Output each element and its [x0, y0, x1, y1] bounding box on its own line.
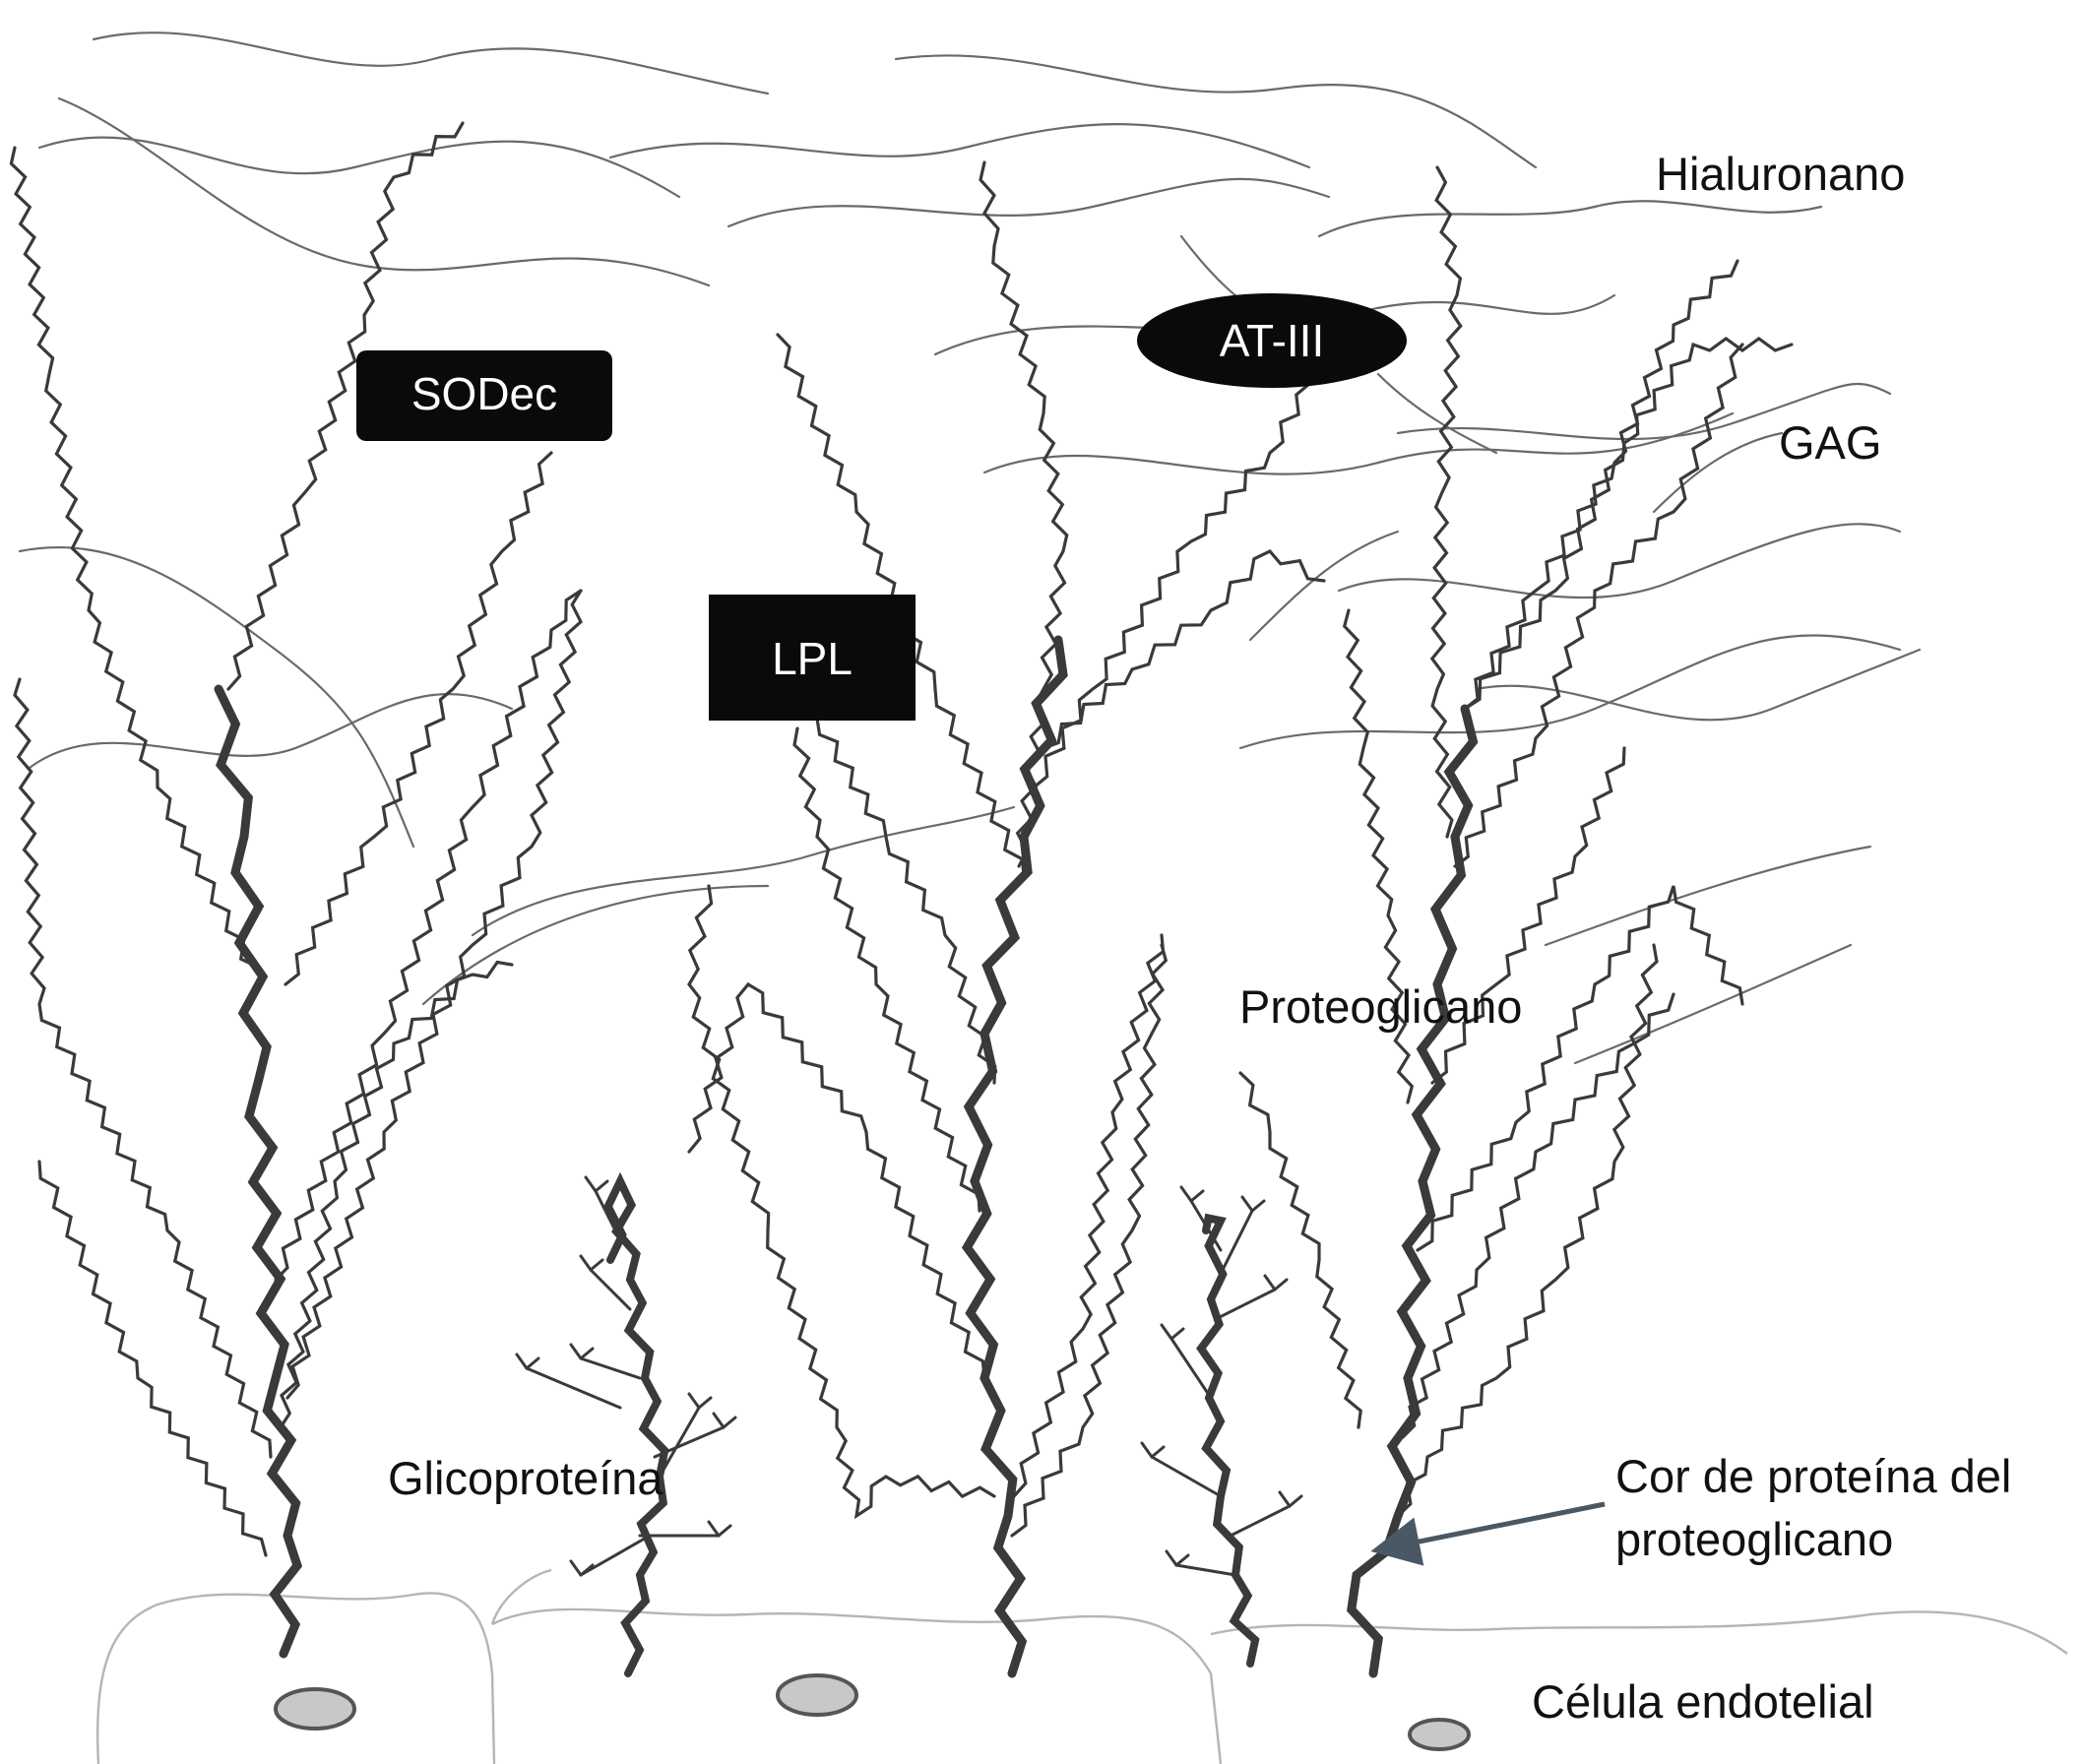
at3-tag: AT-III — [1137, 293, 1407, 388]
endothelial-cells — [95, 1568, 2068, 1764]
gag-chain — [1396, 943, 1659, 1518]
glycan-branch — [569, 1559, 583, 1577]
gag-chain — [687, 884, 996, 1520]
gag-chain — [687, 981, 986, 1380]
gag-chain — [13, 677, 273, 1459]
gag-chain — [1463, 259, 1739, 711]
glycan-branch — [584, 1175, 598, 1193]
glycan-branch — [1174, 1563, 1237, 1577]
glycoprotein-structures — [515, 1171, 1303, 1677]
gag-chain — [1430, 746, 1626, 1085]
glycan-branch — [589, 1268, 632, 1311]
glycan-branch — [579, 1563, 595, 1577]
glycan-branch — [579, 1534, 652, 1577]
glycan-branch — [1169, 1337, 1213, 1400]
glycan-branch — [697, 1396, 713, 1410]
lpl-label: LPL — [772, 633, 853, 684]
glycan-branch — [579, 1254, 593, 1272]
gag-chains — [9, 121, 1794, 1557]
glycan-branch — [1240, 1195, 1254, 1213]
glycan-branch — [594, 1179, 609, 1193]
glycan-branch — [1229, 1504, 1292, 1538]
glycan-branch — [707, 1520, 721, 1538]
sodec-tag: SODec — [356, 350, 612, 441]
glycan-branch — [1140, 1441, 1154, 1459]
gag-label: GAG — [1779, 416, 1881, 469]
gag-chain — [1453, 343, 1744, 868]
glycan-branch — [1165, 1549, 1178, 1567]
gag-chain — [1429, 165, 1463, 839]
glycan-branch — [1174, 1553, 1190, 1567]
core-protein-label-line1: Cor de proteína del — [1615, 1450, 2011, 1502]
glycan-branch — [1278, 1490, 1292, 1508]
glycan-branch — [525, 1356, 540, 1370]
glycan-branch — [1214, 1288, 1277, 1321]
glycan-branch — [1150, 1455, 1223, 1498]
gag-chain — [284, 451, 553, 986]
gag-chain — [37, 1160, 268, 1557]
gag-chain — [1463, 337, 1794, 711]
glycoprotein-backbone — [1196, 1213, 1260, 1668]
glycan-branch — [589, 1258, 604, 1272]
glycan-branch — [712, 1412, 726, 1429]
gag-chain — [279, 960, 514, 1429]
glycan-branch — [1150, 1445, 1166, 1459]
gag-chain — [792, 726, 981, 1213]
glycan-branch — [1189, 1189, 1205, 1203]
gag-chain — [1238, 1071, 1362, 1429]
gag-chain — [979, 160, 1069, 868]
glycan-branch — [722, 1416, 737, 1429]
glycan-branch — [1160, 1323, 1173, 1341]
core-protein-trunk — [214, 684, 303, 1659]
glycan-branch — [1179, 1185, 1193, 1203]
core-protein-label-line2: proteoglicano — [1615, 1513, 1893, 1565]
glycan-branch — [658, 1406, 701, 1479]
gag-chain — [1342, 608, 1415, 1104]
core-protein-trunk — [1347, 704, 1479, 1678]
proteoglycan-label: Proteoglicano — [1239, 980, 1522, 1033]
gag-chain — [1010, 943, 1169, 1538]
gag-chain — [1042, 549, 1326, 750]
glycan-branch — [1263, 1274, 1277, 1292]
gag-chain — [1416, 885, 1744, 1252]
glycan-branch — [717, 1524, 732, 1538]
hyaluronan-strands — [18, 32, 1922, 1065]
glycan-branch — [653, 1425, 726, 1459]
glycan-branch — [1288, 1494, 1303, 1508]
glycan-branch — [525, 1366, 622, 1410]
glycan-branch — [1169, 1327, 1185, 1341]
core-protein-trunk — [961, 635, 1068, 1678]
glycan-branch — [569, 1343, 583, 1360]
endothelial-cell-label: Célula endotelial — [1532, 1675, 1874, 1728]
at3-label: AT-III — [1220, 315, 1325, 366]
cell-nucleus-icon — [274, 1673, 1471, 1751]
glycan-branch — [1211, 1209, 1254, 1292]
glycan-branch — [579, 1356, 642, 1380]
hyaluronan-label: Hialuronano — [1656, 148, 1905, 200]
glycan-branch — [1250, 1199, 1266, 1213]
glycan-branch — [515, 1353, 529, 1370]
glycan-branch — [579, 1347, 595, 1360]
glycan-branch — [687, 1392, 701, 1410]
glycan-branch — [1189, 1199, 1223, 1252]
gag-chain — [1401, 992, 1675, 1439]
gag-chain — [274, 589, 583, 1282]
glycoprotein-backbone — [603, 1171, 669, 1677]
glycan-branch — [594, 1189, 622, 1242]
gag-chain — [1032, 382, 1311, 789]
gag-chain — [226, 121, 465, 691]
sodec-label: SODec — [411, 368, 557, 419]
glycan-branch — [1273, 1278, 1289, 1292]
arrow-left-icon — [1370, 1501, 1606, 1566]
gag-chain — [9, 146, 263, 986]
gag-chain — [1012, 933, 1166, 1498]
lpl-tag: LPL — [709, 595, 916, 721]
gag-chain — [815, 717, 997, 1085]
glycoprotein-label: Glicoproteína — [388, 1452, 663, 1504]
gag-chain — [285, 589, 583, 1400]
